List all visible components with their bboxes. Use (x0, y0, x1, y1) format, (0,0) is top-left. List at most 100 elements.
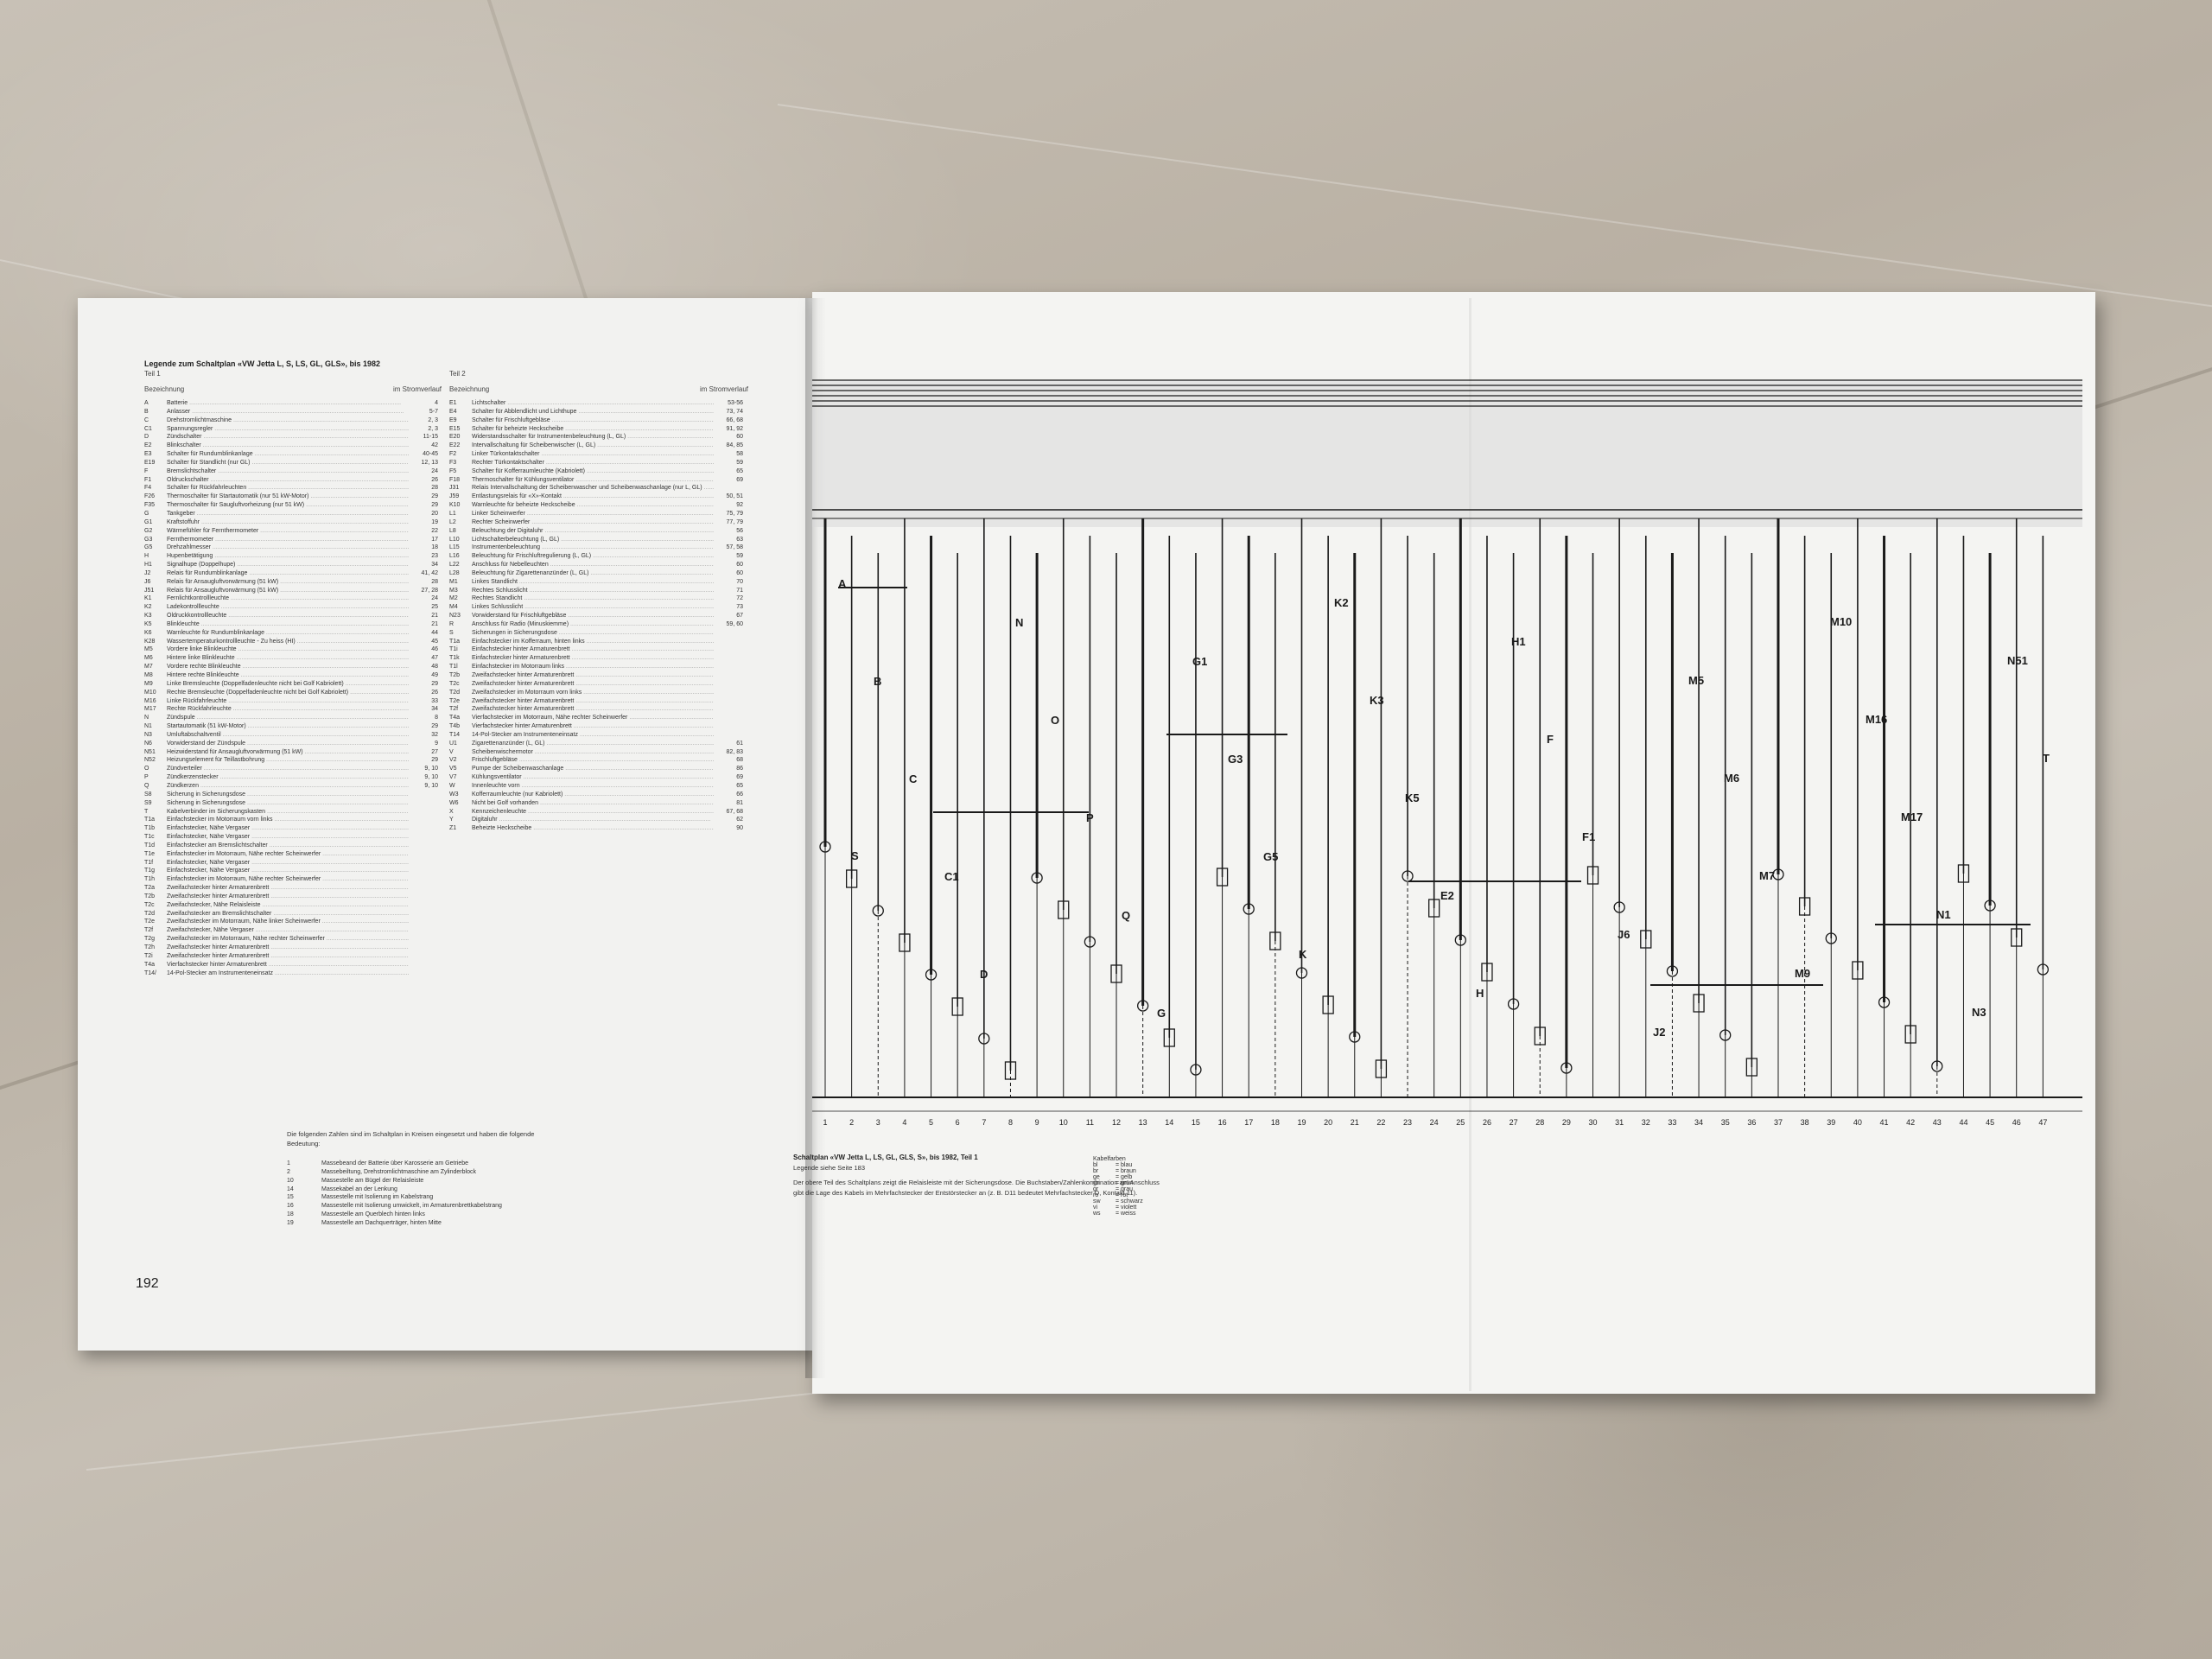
component-symbol (1137, 1000, 1149, 1012)
legend-desc: Startautomatik (51 kW-Motor) (167, 722, 409, 731)
legend-flow: 62 (714, 816, 743, 825)
color-code: ge (1093, 1174, 1100, 1180)
circuit-number: 15 (1192, 1118, 1200, 1127)
legend-desc: Massestelle am Querblech hinten links (321, 1211, 425, 1218)
component-label: J2 (1653, 1026, 1665, 1039)
legend-flow: 4 (409, 399, 438, 408)
legend-code: F1 (144, 476, 152, 483)
caption-body: Der obere Teil des Schaltplans zeigt die… (793, 1179, 1160, 1197)
legend-code: 16 (287, 1203, 294, 1210)
component-symbol (1825, 932, 1837, 944)
legend-code: Q (144, 782, 149, 789)
legend-flow (714, 679, 743, 689)
legend-desc: Schalter für Rundumblinkanlage (167, 450, 409, 459)
legend-flow: 70 (714, 577, 743, 587)
legend-row: OZündverteiler9, 10 (144, 765, 438, 774)
legend-desc: Anschluss für Nebelleuchten (472, 561, 714, 569)
legend-row: V7Kühlungsventilator69 (449, 773, 743, 782)
legend-flow: 29 (409, 501, 438, 510)
legend-code: G2 (144, 527, 153, 534)
component-label: M5 (1688, 674, 1704, 687)
cable-color-row: vi= violett (1093, 1205, 1143, 1211)
legend-code: N23 (449, 613, 461, 620)
circuit-number: 24 (1430, 1118, 1439, 1127)
legend-code: T14/ (144, 969, 157, 976)
legend-code: E1 (449, 400, 457, 406)
legend-code: J6 (144, 578, 151, 585)
legend-row: CDrehstromlichtmaschine2, 3 (144, 416, 438, 425)
legend-desc: Heizungselement für Teillastbohrung (167, 756, 409, 765)
legend-code: N6 (144, 740, 152, 747)
legend-code: K5 (144, 620, 152, 627)
legend-desc: Thermoschalter für Startautomatik (nur 5… (167, 493, 409, 501)
legend-flow (409, 884, 438, 893)
legend-flow (409, 849, 438, 859)
legend-flow (409, 816, 438, 825)
component-symbol (1640, 930, 1652, 949)
legend-code: D (144, 434, 149, 441)
legend-flow: 19 (409, 518, 438, 527)
legend-code: N51 (144, 748, 156, 755)
legend-flow (409, 944, 438, 952)
legend-code: M5 (144, 646, 153, 653)
legend-code: W6 (449, 799, 459, 806)
legend-flow: 50, 51 (714, 493, 743, 502)
circuit-number: 21 (1351, 1118, 1359, 1127)
circuit-number: 47 (2038, 1118, 2047, 1127)
circuit-number: 25 (1456, 1118, 1465, 1127)
legend-flow: 26 (409, 475, 438, 485)
legend-code: G3 (144, 536, 153, 543)
legend-desc: Massestelle mit Isolierung im Kabelstran… (321, 1194, 434, 1201)
legend-code: T2b (449, 672, 461, 678)
component-label: J6 (1618, 928, 1630, 941)
circuit-number: 16 (1218, 1118, 1227, 1127)
legend-code: M6 (144, 655, 153, 662)
circuit-number: 31 (1615, 1118, 1624, 1127)
circuit-number: 17 (1244, 1118, 1253, 1127)
caption-sub: Legende siehe Seite 183 (793, 1163, 865, 1172)
legend-flow (714, 705, 743, 715)
legend-flow (409, 926, 438, 936)
legend-code: T1a (144, 817, 156, 823)
legend-flow (409, 969, 438, 978)
legend-flow (409, 824, 438, 834)
circuit-number: 39 (1827, 1118, 1835, 1127)
legend-head-name: Bezeichnung (144, 385, 185, 393)
component-symbol (1243, 903, 1255, 915)
legend-desc: Zündverteiler (167, 765, 409, 773)
component-symbol (1931, 1060, 1943, 1072)
legend-desc: Entlastungsrelais für «X»-Kontakt (472, 493, 714, 501)
legend-flow (409, 951, 438, 961)
legend-desc: Anlasser (167, 408, 409, 416)
legend-flow: 73 (714, 603, 743, 613)
legend-code: N52 (144, 757, 156, 764)
component-label: M16 (1866, 713, 1887, 726)
legend-flow: 73, 74 (714, 407, 743, 416)
legend-desc: 14-Pol-Stecker am Instrumenteneinsatz (472, 731, 714, 740)
component-label: K2 (1334, 596, 1349, 609)
legend-head-flow-2: im Stromverlauf (700, 385, 749, 393)
legend-row: C1Spannungsregler2, 3 (144, 424, 438, 434)
legend-desc: Vorwiderstand der Zündspule (167, 740, 409, 748)
legend-title: Legende zum Schaltplan «VW Jetta L, S, L… (144, 359, 381, 368)
component-label: G1 (1192, 655, 1207, 668)
component-label: K (1299, 948, 1307, 961)
legend-flow: 17 (409, 535, 438, 544)
legend-flow: 67 (714, 612, 743, 620)
